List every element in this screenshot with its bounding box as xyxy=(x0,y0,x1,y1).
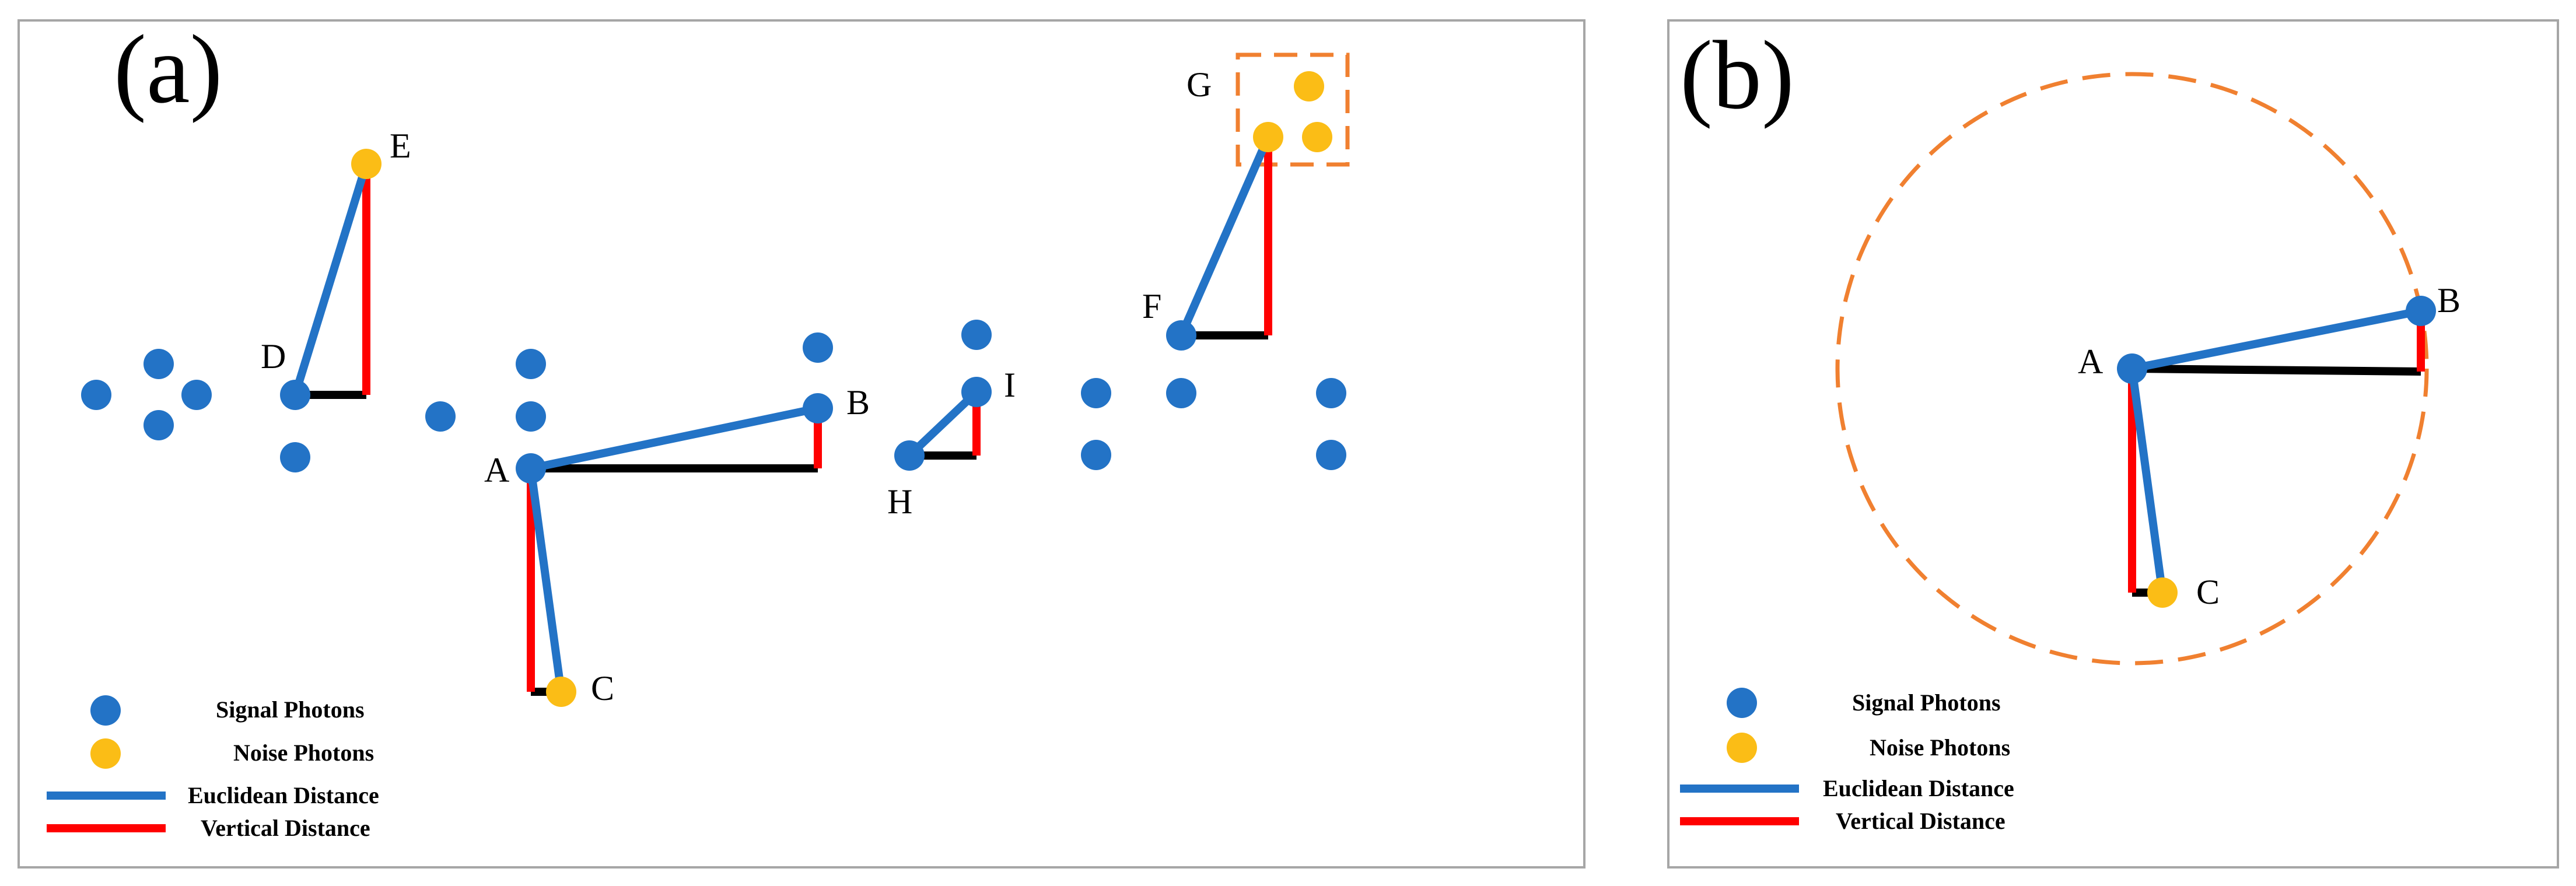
signal-photon xyxy=(280,442,310,472)
legend-b: Signal Photons Noise Photons Euclidean D… xyxy=(1680,688,2014,834)
euclidean-line-d-e xyxy=(291,162,370,397)
signal-photon-d xyxy=(280,380,310,410)
point-label-d: D xyxy=(261,337,286,376)
signal-photon xyxy=(144,349,174,379)
point-label-c: C xyxy=(591,669,614,708)
signal-photon xyxy=(144,410,174,440)
signal-photons-a xyxy=(81,320,1346,484)
legend-euclidean-label: Euclidean Distance xyxy=(188,782,379,808)
legend-signal-marker xyxy=(90,695,121,726)
signal-photon xyxy=(181,380,212,410)
signal-photon-b xyxy=(803,393,833,423)
signal-photon xyxy=(425,401,456,432)
legend-signal-label: Signal Photons xyxy=(216,696,365,723)
noise-photons-a xyxy=(351,71,1332,707)
point-labels-a: E D A B C H I F G xyxy=(261,65,1212,708)
signal-photon xyxy=(1316,378,1346,408)
legend-euclidean-label: Euclidean Distance xyxy=(1823,775,2014,801)
signal-photon-b xyxy=(2406,296,2436,326)
noise-photon-c xyxy=(546,677,576,707)
point-label-b: B xyxy=(846,383,870,422)
signal-photon xyxy=(1316,440,1346,470)
panel-a-label: (a) xyxy=(114,15,222,124)
noise-photon-c xyxy=(2147,577,2178,608)
legend-signal-label: Signal Photons xyxy=(1852,689,2001,716)
signal-photon xyxy=(961,320,992,350)
signal-photon xyxy=(803,332,833,363)
legend-signal-marker xyxy=(1727,688,1757,718)
legend-vertical-label: Vertical Distance xyxy=(201,815,370,841)
noise-photon-e xyxy=(351,149,382,179)
point-label-f: F xyxy=(1142,287,1161,325)
legend-vertical-label: Vertical Distance xyxy=(1836,808,2006,834)
legend-noise-marker xyxy=(1727,733,1757,763)
point-label-i: I xyxy=(1004,366,1016,404)
signal-photon-i xyxy=(961,377,992,407)
signal-photon-h xyxy=(894,440,925,471)
point-label-c: C xyxy=(2196,573,2220,611)
legend-a: Signal Photons Noise Photons Euclidean D… xyxy=(47,695,379,841)
legend-noise-label: Noise Photons xyxy=(233,740,374,766)
point-label-a: A xyxy=(2078,342,2103,381)
panel-b: (b) A B C Signal Photons Noise Photons E… xyxy=(1667,19,2559,869)
panel-b-label: (b) xyxy=(1680,21,1794,129)
noise-photon-g xyxy=(1253,122,1283,152)
signal-photon xyxy=(81,380,111,410)
signal-photon xyxy=(516,349,546,379)
panel-a-frame xyxy=(18,19,1586,869)
legend-noise-label: Noise Photons xyxy=(1870,734,2010,761)
signal-photon xyxy=(516,401,546,432)
point-label-h: H xyxy=(887,482,912,521)
panel-b-frame xyxy=(1667,19,2559,869)
signal-photon xyxy=(1081,440,1111,470)
euclidean-line-a-b xyxy=(530,404,819,472)
signal-photon-a xyxy=(2117,353,2147,384)
distance-lines-b xyxy=(2128,307,2425,597)
point-label-g: G xyxy=(1186,65,1212,104)
noise-photon xyxy=(1302,122,1332,152)
horizontal-line-a-b xyxy=(2132,365,2421,376)
signal-photon xyxy=(1166,378,1196,408)
noise-photon xyxy=(1294,71,1324,101)
euclidean-line-a-c xyxy=(527,468,565,692)
euclidean-line-a-b xyxy=(2131,307,2422,373)
point-label-a: A xyxy=(484,451,509,489)
legend-noise-marker xyxy=(90,738,121,769)
euclidean-line-f-g xyxy=(1177,135,1272,337)
point-label-e: E xyxy=(390,127,411,165)
euclidean-line-a-c xyxy=(2128,368,2166,593)
noise-cluster-box xyxy=(1236,52,1350,167)
point-label-b: B xyxy=(2437,281,2460,320)
signal-photon-a xyxy=(516,453,546,484)
euclidean-line-h-i xyxy=(907,388,979,459)
signal-photon xyxy=(1081,378,1111,408)
signal-photon-f xyxy=(1166,320,1196,351)
search-radius-circle xyxy=(1835,72,2429,666)
panel-a: (a) xyxy=(18,15,1586,869)
